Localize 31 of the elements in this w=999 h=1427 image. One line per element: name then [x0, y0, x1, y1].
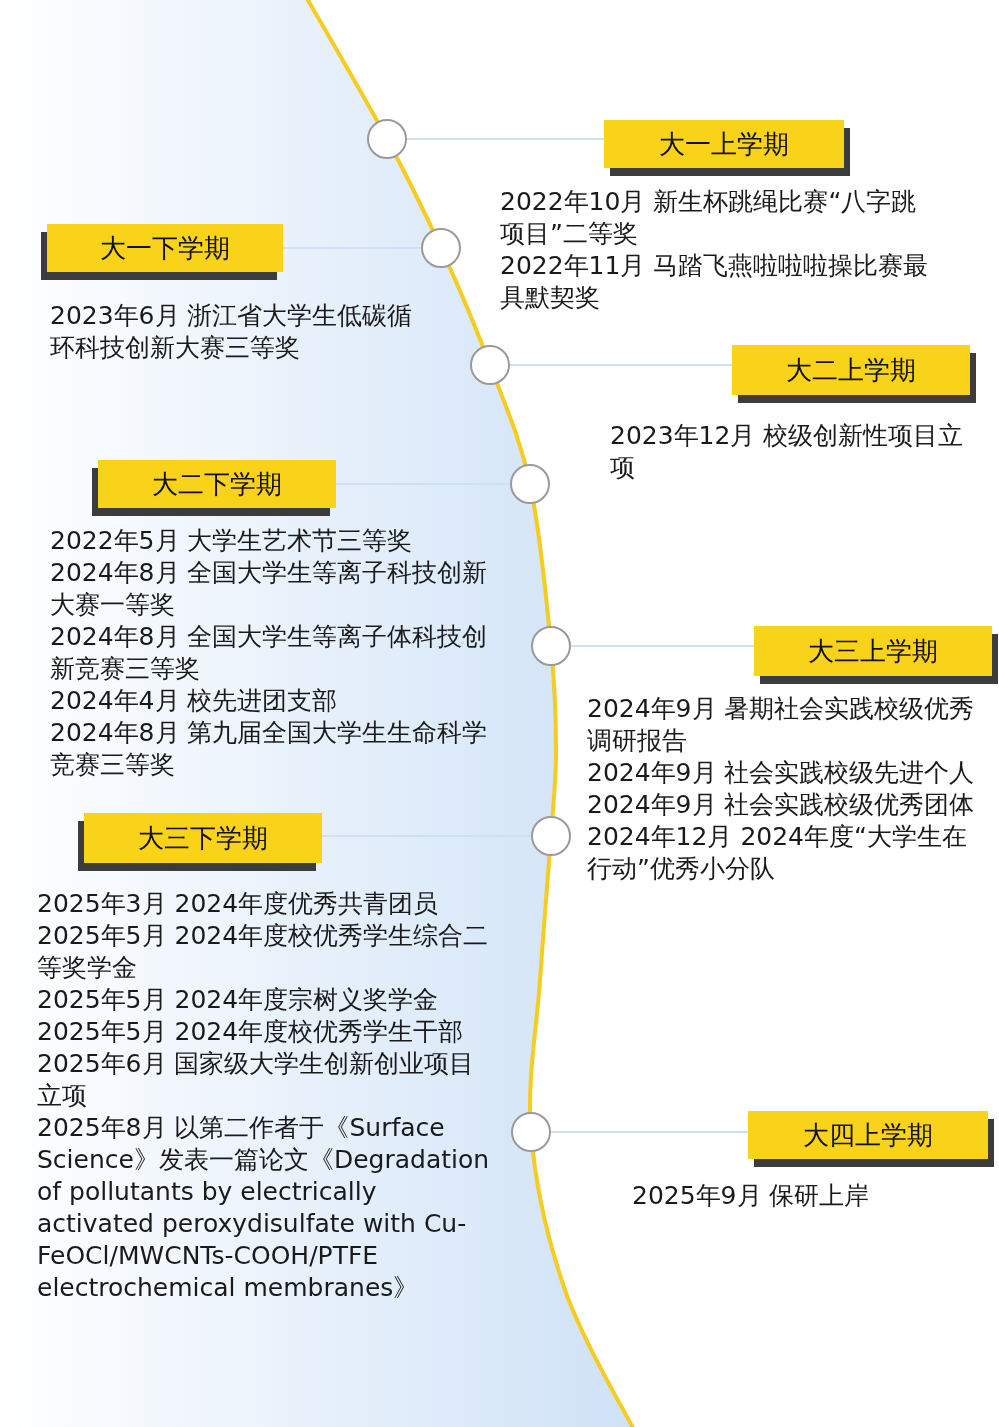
award-entry: 2022年11月 马踏飞燕啦啦啦操比赛最具默契奖: [500, 250, 930, 314]
award-entry: 2022年10月 新生杯跳绳比赛“八字跳项目”二等奖: [500, 186, 918, 250]
award-entry: 2025年5月 2024年度宗树义奖学金: [37, 984, 440, 1016]
timeline-dot: [421, 228, 461, 268]
award-entry: 2024年8月 第九届全国大学生生命科学竞赛三等奖: [50, 717, 489, 781]
timeline-dot: [531, 626, 571, 666]
timeline-dot: [510, 464, 550, 504]
connector-line: [550, 1131, 749, 1133]
award-entry: 2024年9月 社会实践校级优秀团体: [587, 789, 976, 821]
connector-line: [570, 645, 755, 647]
award-entry: 2024年12月 2024年度“大学生在行动”优秀小分队: [587, 821, 968, 885]
award-entry: 2025年8月 以第二作者于《Surface Science》发表一篇论文《Degradation of pollutants by electrically activated peroxydisulfate with Cu-FeOCl/MWCNTs-COOH/PTFE electrochemical membranes》: [37, 1112, 491, 1304]
award-entry: 2025年9月 保研上岸: [632, 1180, 871, 1212]
award-entry: 2025年6月 国家级大学生创新创业项目立项: [37, 1048, 476, 1112]
award-entry: 2022年5月 大学生艺术节三等奖: [50, 525, 414, 557]
timeline-dot: [470, 345, 510, 385]
timeline-dot: [531, 816, 571, 856]
award-entry: 2023年12月 校级创新性项目立项: [610, 420, 965, 484]
award-entry: 2024年4月 校先进团支部: [50, 685, 339, 717]
award-entry: 2024年8月 全国大学生等离子体科技创新竞赛三等奖: [50, 621, 489, 685]
award-entry: 2023年6月 浙江省大学生低碳循环科技创新大赛三等奖: [50, 300, 414, 364]
timeline-dot: [511, 1112, 551, 1152]
connector-line: [406, 138, 605, 140]
connector-line: [509, 364, 733, 366]
award-entry: 2025年5月 2024年度校优秀学生干部: [37, 1016, 465, 1048]
award-entry: 2024年9月 社会实践校级先进个人: [587, 757, 976, 789]
award-entry: 2024年8月 全国大学生等离子科技创新大赛一等奖: [50, 557, 489, 621]
timeline-dot: [367, 119, 407, 159]
award-entry: 2025年5月 2024年度校优秀学生综合二等奖学金: [37, 920, 490, 984]
award-entry: 2025年3月 2024年度优秀共青团员: [37, 888, 440, 920]
award-entry: 2024年9月 暑期社会实践校级优秀调研报告: [587, 693, 976, 757]
